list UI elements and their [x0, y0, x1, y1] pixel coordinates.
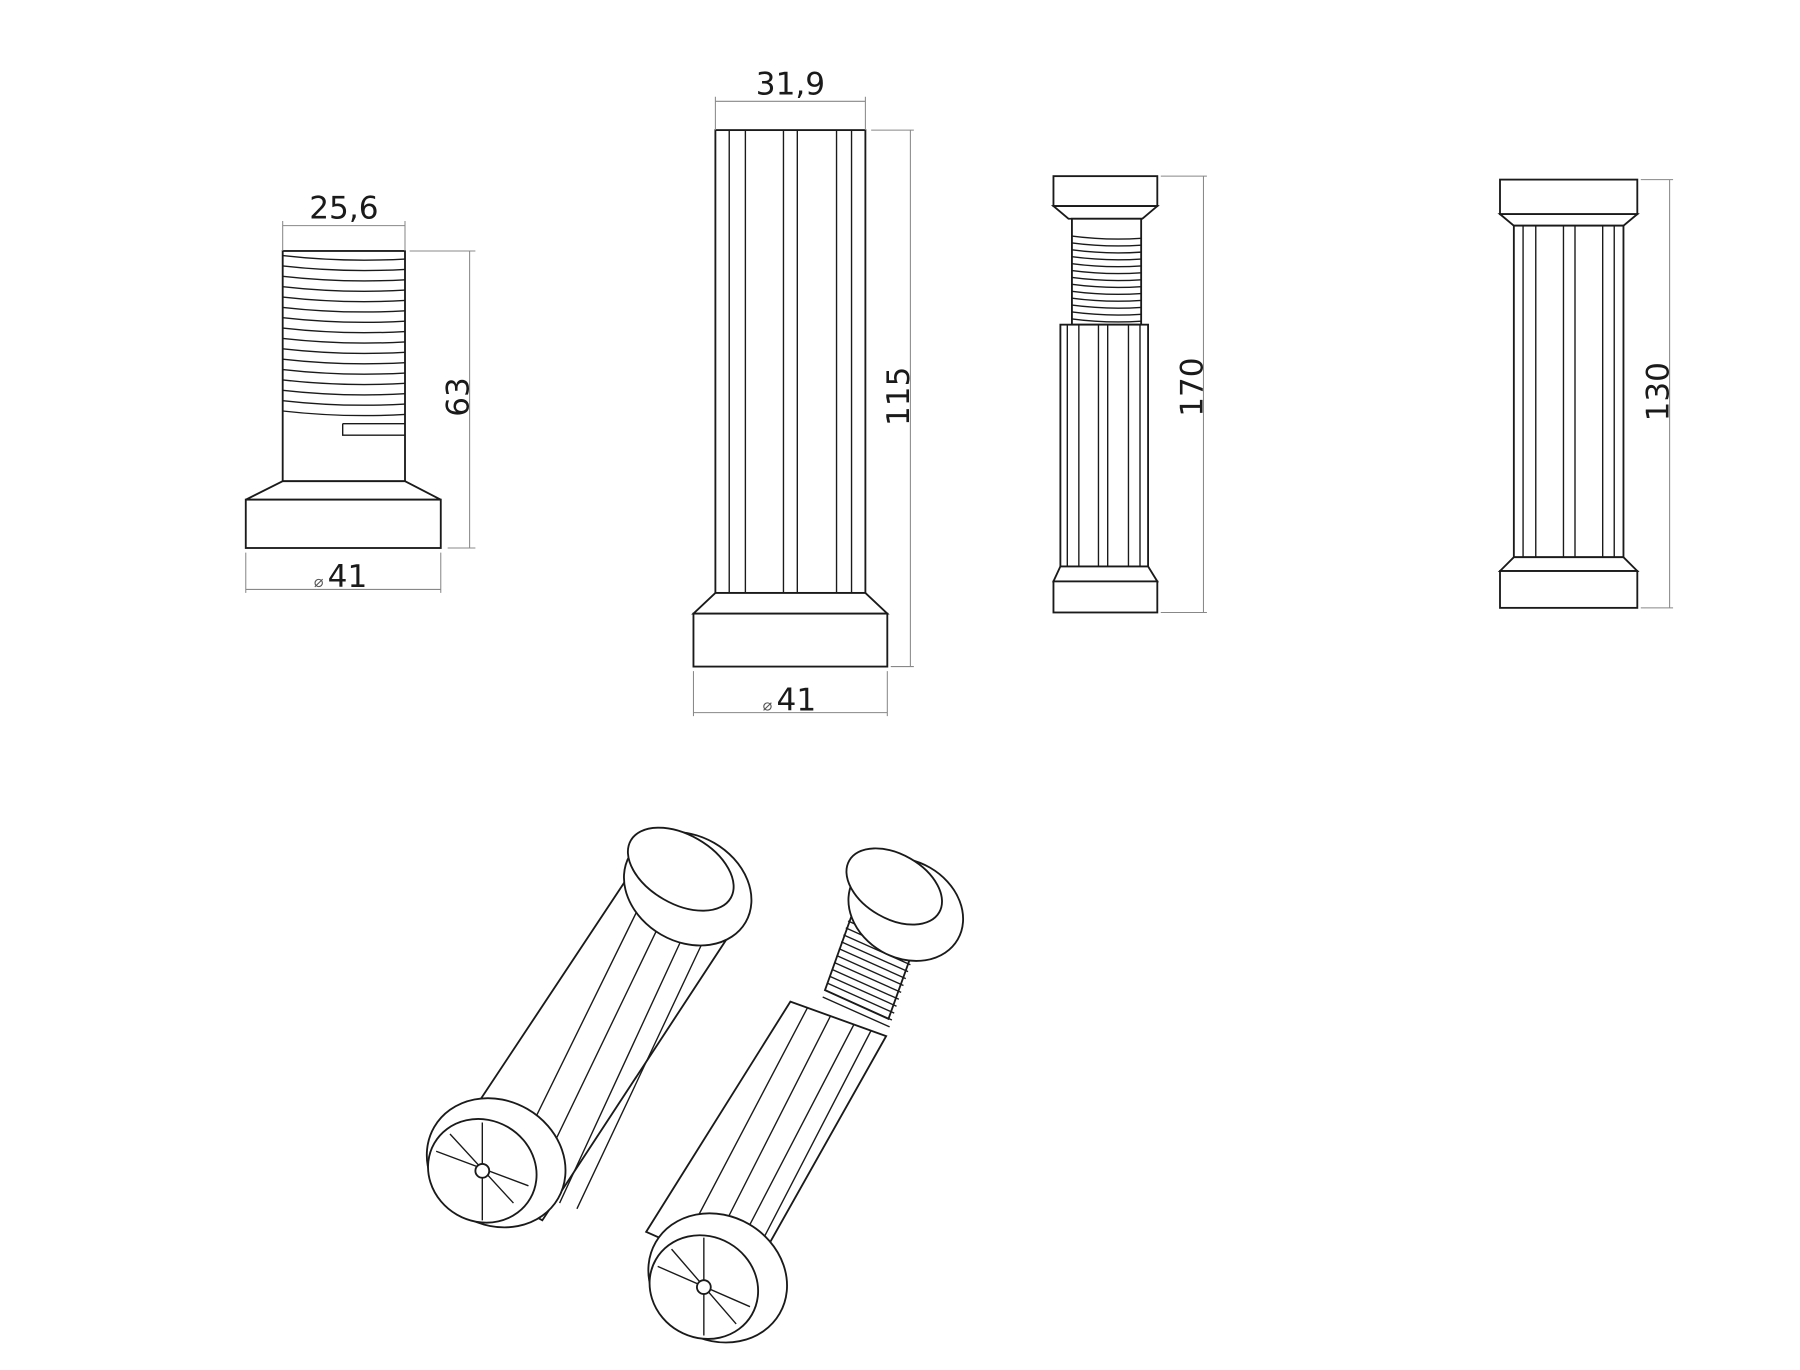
thread-line — [282, 399, 406, 406]
thread-line — [1071, 276, 1142, 282]
height-dimension-label: 130 — [1640, 362, 1676, 421]
thread-line — [1071, 290, 1142, 296]
height-dimension-label: 115 — [881, 367, 917, 426]
thread-line — [282, 296, 406, 303]
thread-line — [838, 948, 907, 980]
thread-line — [833, 961, 902, 994]
thread-line — [1071, 235, 1142, 240]
thread-line — [827, 982, 895, 1014]
thread-line — [282, 348, 406, 355]
thread-line — [282, 254, 406, 261]
thread-line — [824, 989, 893, 1021]
thread-line — [282, 317, 406, 324]
base-diameter-label: 41 — [777, 682, 817, 718]
isometric-view-collapsed — [425, 826, 753, 1229]
thread-line — [282, 379, 406, 386]
thread-line — [282, 306, 406, 313]
threaded-spindle-view: 25,6 63 ⌀ 41 — [244, 191, 476, 595]
width-dimension-label: 31,9 — [756, 66, 825, 102]
thread-line — [822, 996, 890, 1028]
thread-line — [840, 941, 909, 973]
thread-line — [282, 285, 406, 292]
height-dimension-label: 170 — [1174, 357, 1210, 416]
thread-line — [282, 410, 406, 417]
height-dimension-label: 63 — [440, 377, 476, 417]
thread-line — [829, 975, 897, 1007]
thread-line — [1071, 311, 1142, 316]
fluted-tube-view: 31,9 115 ⌀ 41 — [691, 66, 917, 718]
base-diameter-label: 41 — [328, 559, 368, 595]
thread-line — [1071, 318, 1142, 323]
thread-line — [1071, 297, 1142, 302]
assembled-leg-extended-view: 170 — [1050, 175, 1210, 614]
thread-line — [836, 954, 904, 987]
thread-line — [282, 275, 406, 282]
thread-line — [282, 337, 406, 344]
diameter-symbol: ⌀ — [763, 695, 773, 714]
thread-line — [282, 389, 406, 396]
thread-line — [1071, 283, 1142, 289]
assembled-leg-collapsed-view: 130 — [1497, 178, 1676, 609]
thread-line — [831, 968, 900, 1000]
thread-line — [282, 327, 406, 334]
thread-line — [282, 265, 406, 272]
thread-line — [1071, 242, 1142, 247]
diameter-symbol: ⌀ — [314, 572, 324, 591]
thread-line — [1071, 249, 1142, 254]
thread-line — [1071, 304, 1142, 309]
thread-line — [1071, 256, 1142, 261]
thread-line — [282, 358, 406, 365]
width-dimension-label: 25,6 — [309, 191, 378, 227]
isometric-view-extended — [644, 847, 965, 1344]
thread-line — [1071, 269, 1142, 275]
thread-line — [282, 368, 406, 375]
thread-line — [1071, 262, 1142, 268]
